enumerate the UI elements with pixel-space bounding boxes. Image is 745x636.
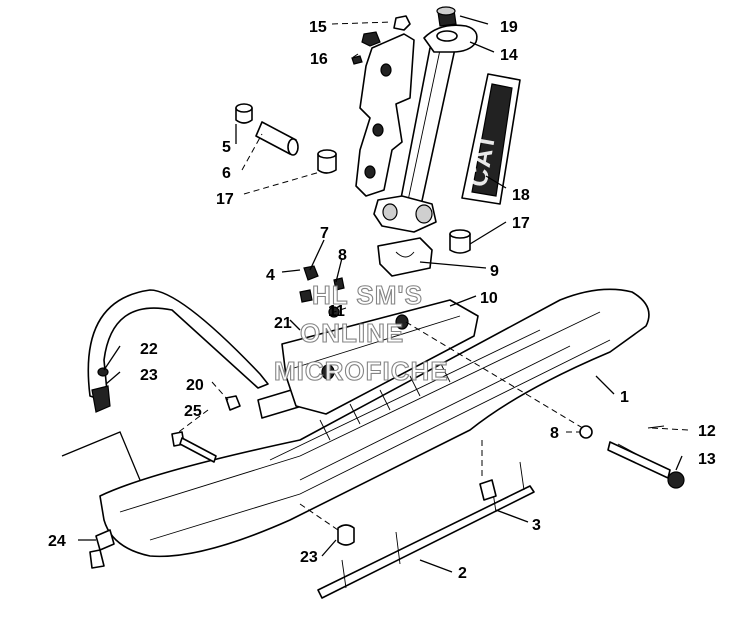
callout-23-upper: 23 (140, 367, 158, 384)
callout-5: 5 (222, 139, 231, 156)
callout-3: 3 (532, 517, 541, 534)
callout-6: 6 (222, 165, 231, 182)
callout-17-upper: 17 (216, 191, 234, 208)
watermark-line-1: HL SM'S (312, 280, 423, 310)
ski-saddle (281, 265, 479, 415)
callout-15: 15 (309, 19, 327, 36)
callout-20: 20 (186, 377, 204, 394)
callout-labels: 15 19 14 16 5 6 17 18 17 7 8 4 9 10 11 2… (48, 19, 716, 582)
callout-4: 4 (266, 267, 275, 284)
spindle-assembly: CAT (351, 6, 521, 233)
callout-8-upper: 8 (338, 247, 347, 264)
through-bolt (579, 425, 685, 489)
callout-11: 11 (328, 303, 345, 320)
callout-23-lower: 23 (300, 549, 318, 566)
watermark: HL SM'S ONLINE MICROFICHE (273, 279, 449, 386)
watermark-line-2: ONLINE (300, 318, 404, 348)
callout-22: 22 (140, 341, 158, 358)
callout-13: 13 (698, 451, 716, 468)
callout-12: 12 (698, 423, 716, 440)
callout-24: 24 (48, 533, 66, 550)
callout-25: 25 (184, 403, 202, 420)
callout-19: 19 (500, 19, 518, 36)
callout-18: 18 (512, 187, 530, 204)
callout-14: 14 (500, 47, 518, 64)
callout-21: 21 (274, 315, 292, 332)
fasteners (89, 395, 355, 569)
callout-16: 16 (310, 51, 328, 68)
leader-lines (61, 15, 689, 573)
callout-9: 9 (490, 263, 499, 280)
bushing-parts (235, 103, 471, 277)
ski-handle (87, 289, 269, 413)
watermark-line-3: MICROFICHE (274, 356, 449, 386)
callout-17-right: 17 (512, 215, 530, 232)
callout-10: 10 (480, 290, 498, 307)
callout-1: 1 (620, 389, 629, 406)
callout-8-lower: 8 (550, 425, 559, 442)
wear-bar (317, 461, 535, 599)
callout-7: 7 (320, 225, 329, 242)
callout-2: 2 (458, 565, 467, 582)
